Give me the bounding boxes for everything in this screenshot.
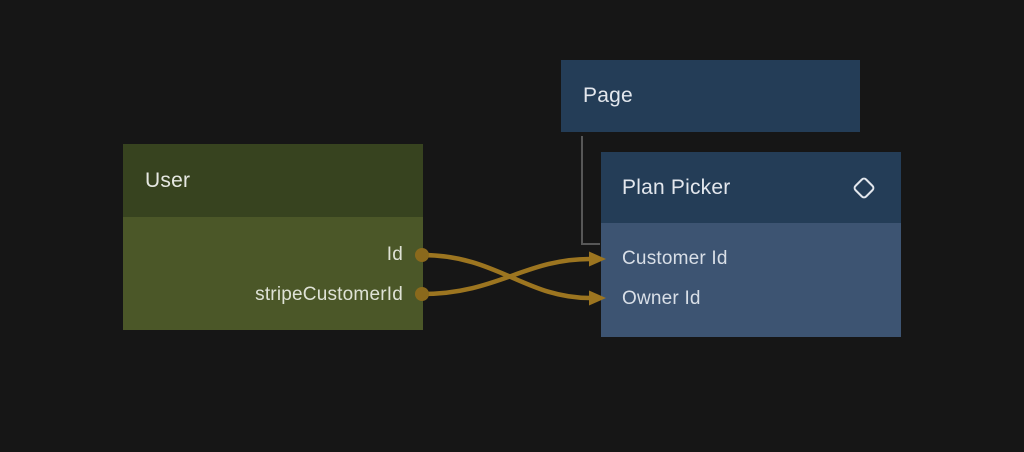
- node-page-title: Page: [583, 84, 633, 107]
- node-user[interactable]: User Id stripeCustomerId: [123, 144, 423, 330]
- node-user-title: User: [145, 168, 191, 192]
- field-id-label: Id: [386, 244, 403, 265]
- node-plan-picker-body: Customer Id Owner Id: [601, 223, 901, 337]
- field-stripecustomerid-label: stripeCustomerId: [255, 284, 403, 305]
- edge-id-to-owner-id[interactable]: [419, 252, 593, 301]
- field-customer-id-label: Customer Id: [622, 248, 728, 269]
- field-owner-id[interactable]: Owner Id: [601, 279, 901, 319]
- hierarchy-line-page-plan-picker: [581, 136, 600, 245]
- node-plan-picker-title: Plan Picker: [622, 175, 731, 199]
- diamond-icon: [851, 175, 877, 201]
- node-page[interactable]: Page: [561, 60, 860, 132]
- node-plan-picker-header[interactable]: Plan Picker: [601, 152, 901, 223]
- field-owner-id-label: Owner Id: [622, 288, 701, 309]
- field-id[interactable]: Id: [123, 235, 423, 275]
- field-customer-id[interactable]: Customer Id: [601, 239, 901, 279]
- node-user-header[interactable]: User: [123, 144, 423, 217]
- field-stripecustomerid[interactable]: stripeCustomerId: [123, 275, 423, 315]
- node-plan-picker[interactable]: Plan Picker Customer Id Owner Id: [601, 152, 901, 337]
- node-user-body: Id stripeCustomerId: [123, 217, 423, 330]
- edge-stripecustomerid-to-customer-id[interactable]: [419, 256, 593, 297]
